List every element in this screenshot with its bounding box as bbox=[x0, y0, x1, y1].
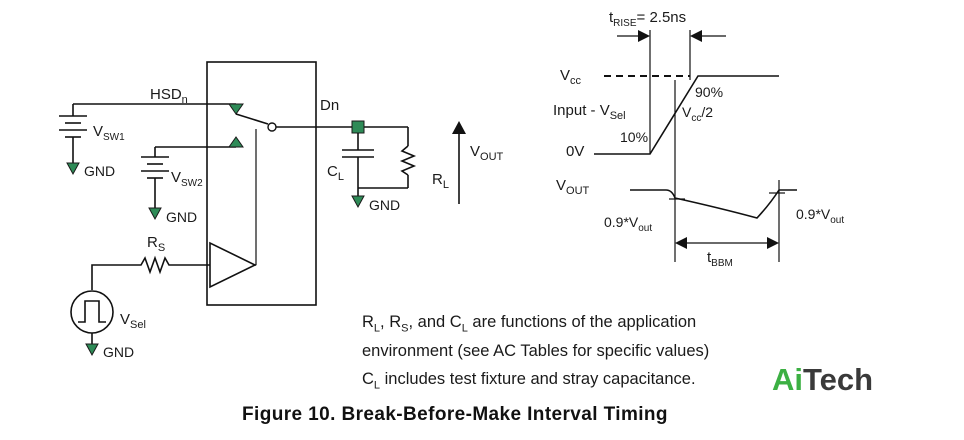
vsel-source-icon bbox=[70, 290, 114, 334]
tbbm-arrow-left-icon bbox=[675, 237, 687, 249]
dn-node-icon bbox=[351, 120, 365, 134]
threshold-left-label: 0.9*Vout bbox=[604, 214, 652, 234]
cl-capacitor bbox=[342, 133, 374, 196]
vout-arrowhead-icon bbox=[452, 121, 466, 134]
vsw1-battery bbox=[59, 104, 87, 163]
vcc-half-label: Vcc/2 bbox=[682, 104, 713, 124]
input-label: Input - VSel bbox=[553, 102, 626, 122]
threshold-right-label: 0.9*Vout bbox=[796, 206, 844, 226]
vsw2-battery bbox=[141, 147, 169, 208]
gnd-label-vsel: GND bbox=[103, 344, 134, 360]
pct10-label: 10% bbox=[620, 129, 648, 145]
gnd-icon-vsw2 bbox=[148, 207, 162, 221]
note-line-3: CL includes test fixture and stray capac… bbox=[362, 370, 696, 392]
output-waveform bbox=[630, 189, 797, 219]
contact-bottom-icon bbox=[228, 136, 244, 148]
gnd-label-load: GND bbox=[369, 197, 400, 213]
figure-caption: Figure 10. Break-Before-Make Interval Ti… bbox=[242, 404, 668, 425]
switch-pivot bbox=[267, 122, 277, 132]
input-waveform bbox=[594, 75, 779, 155]
switch-ic-box bbox=[206, 61, 317, 306]
contact-top-icon bbox=[228, 103, 244, 115]
gnd-icon-vsel bbox=[85, 343, 99, 357]
pulse-icon bbox=[78, 300, 106, 323]
rl-label: RL bbox=[432, 171, 449, 191]
trise-arrow-right-icon bbox=[690, 30, 702, 42]
vcc-label: Vcc bbox=[560, 67, 582, 87]
gnd-label-vsw1: GND bbox=[84, 163, 115, 179]
gnd-icon-vsw1 bbox=[66, 162, 80, 176]
note-line-1: RL, RS, and CL are functions of the appl… bbox=[362, 313, 697, 335]
aitech-logo: AiTech bbox=[772, 362, 874, 397]
hsd-label: HSDn bbox=[150, 86, 188, 106]
trise-label: tRISE= 2.5ns bbox=[609, 9, 686, 29]
vsel-label: VSel bbox=[120, 311, 146, 331]
vsw2-label: VSW2 bbox=[171, 169, 203, 189]
tbbm-arrow-right-icon bbox=[767, 237, 779, 249]
dn-label: Dn bbox=[320, 97, 339, 114]
gnd-label-vsw2: GND bbox=[166, 209, 197, 225]
driver-buffer-icon bbox=[209, 241, 257, 289]
cl-label: CL bbox=[327, 163, 344, 183]
zero-volt-label: 0V bbox=[566, 143, 584, 160]
rs-resistor bbox=[91, 255, 210, 290]
trise-arrow-left-icon bbox=[638, 30, 650, 42]
vsw1-label: VSW1 bbox=[93, 123, 125, 143]
gnd-icon-load bbox=[351, 195, 365, 209]
tbbm-label: tBBM bbox=[707, 249, 733, 269]
vout-label: VOUT bbox=[470, 143, 504, 163]
rs-label: RS bbox=[147, 234, 165, 254]
pct90-label: 90% bbox=[695, 84, 723, 100]
switch-blade bbox=[235, 113, 269, 125]
rl-resistor bbox=[358, 127, 417, 189]
vout-timing-label: VOUT bbox=[556, 177, 590, 197]
note-line-2: environment (see AC Tables for specific … bbox=[362, 342, 710, 360]
